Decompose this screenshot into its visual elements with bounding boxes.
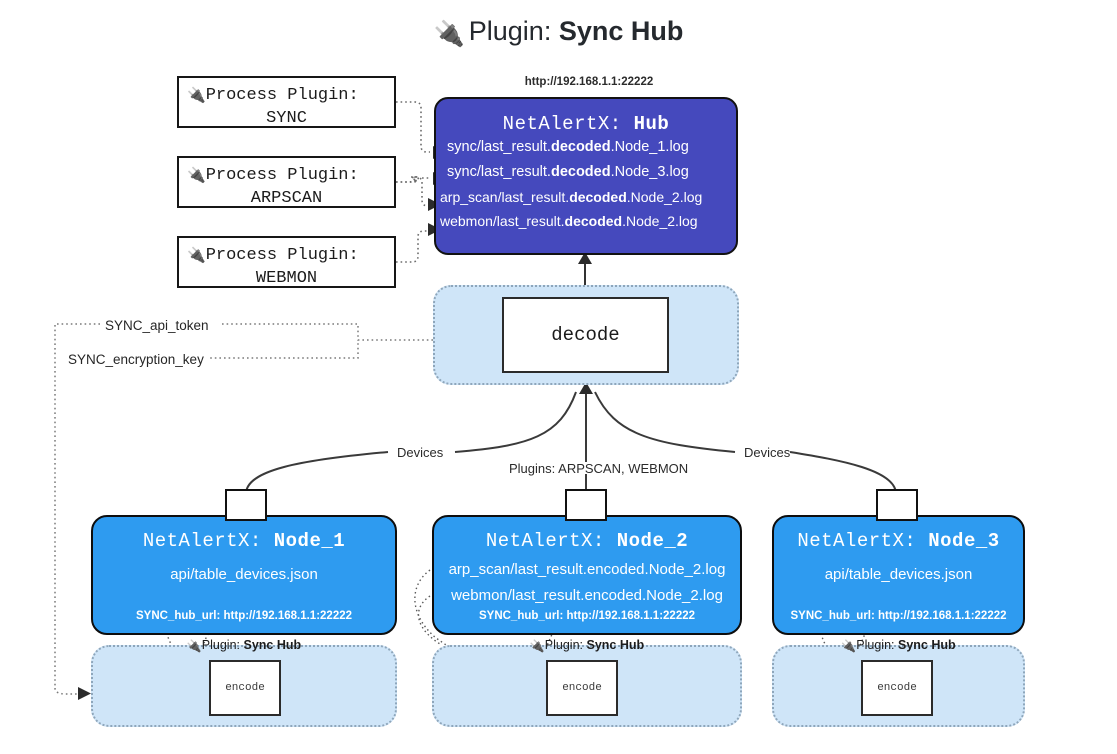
node-app-name: NetAlertX: <box>797 530 917 552</box>
plug-icon: 🔌 <box>187 168 206 185</box>
encode-box-node-2[interactable]: encode <box>546 660 618 716</box>
hub-log-line: sync/last_result.decoded.Node_3.log <box>447 163 689 180</box>
env-label-encryption-key: SYNC_encryption_key <box>63 352 209 367</box>
plug-icon: 🔌 <box>187 88 206 105</box>
plugin-capsule-label: 🔌Plugin: Sync Hub <box>841 638 956 653</box>
hub-log-line: sync/last_result.decoded.Node_1.log <box>447 139 689 155</box>
hub-url-label: http://192.168.1.1:22222 <box>524 76 654 88</box>
node-box-node-1[interactable]: NetAlertX: Node_1 api/table_devices.json… <box>91 515 397 635</box>
plug-icon: 🔌 <box>529 639 545 653</box>
node-hub-url: SYNC_hub_url: http://192.168.1.1:22222 <box>478 610 696 622</box>
process-plugin-box-arpscan[interactable]: 🔌Process Plugin: ARPSCAN <box>177 156 396 208</box>
process-plugin-label: 🔌Process Plugin: <box>187 86 359 105</box>
process-plugin-box-webmon[interactable]: 🔌Process Plugin: WEBMON <box>177 236 396 288</box>
hub-instance-name: Hub <box>633 113 670 135</box>
edge-label-devices-left: Devices <box>397 445 444 460</box>
node-resource-line: arp_scan/last_result.encoded.Node_2.log <box>448 561 726 578</box>
process-plugin-name: ARPSCAN <box>250 188 323 208</box>
node-instance-name: Node_3 <box>928 530 1000 552</box>
node-instance-name: Node_1 <box>273 530 346 552</box>
node-resource-line: webmon/last_result.encoded.Node_2.log <box>451 587 723 604</box>
hub-title: NetAlertX: Hub <box>436 113 736 135</box>
page-title: 🔌Plugin: Sync Hub <box>0 16 1117 49</box>
node-title: NetAlertX: Node_2 <box>434 530 740 552</box>
edge-label-plugins-center: Plugins: ARPSCAN, WEBMON <box>509 461 688 476</box>
plug-icon: 🔌 <box>187 248 206 265</box>
envelope-icon <box>876 489 918 521</box>
plugin-capsule-label: 🔌Plugin: Sync Hub <box>186 638 302 653</box>
hub-box[interactable]: NetAlertX: Hub sync/last_result.decoded.… <box>434 97 738 255</box>
node-box-node-2[interactable]: NetAlertX: Node_2 arp_scan/last_result.e… <box>432 515 742 635</box>
encode-box-node-3[interactable]: encode <box>861 660 933 716</box>
node-app-name: NetAlertX: <box>485 530 605 552</box>
hub-log-line: webmon/last_result.decoded.Node_2.log <box>440 212 698 229</box>
process-plugin-name: WEBMON <box>255 268 318 288</box>
node-resource-line: api/table_devices.json <box>824 566 973 583</box>
envelope-icon <box>225 489 267 521</box>
hub-app-name: NetAlertX: <box>502 113 622 135</box>
node-hub-url: SYNC_hub_url: http://192.168.1.1:22222 <box>135 610 353 622</box>
node-resource-line: api/table_devices.json <box>170 566 318 583</box>
process-plugin-box-sync[interactable]: 🔌Process Plugin: SYNC <box>177 76 396 128</box>
page-title-name: Sync Hub <box>558 16 684 46</box>
node-title: NetAlertX: Node_1 <box>93 530 395 552</box>
plug-icon: 🔌 <box>186 639 202 653</box>
node-box-node-3[interactable]: NetAlertX: Node_3 api/table_devices.json… <box>772 515 1025 635</box>
node-instance-name: Node_2 <box>616 530 689 552</box>
envelope-icon <box>565 489 607 521</box>
plug-icon: 🔌 <box>433 20 465 48</box>
plug-icon: 🔌 <box>841 639 857 653</box>
hub-log-line: arp_scan/last_result.decoded.Node_2.log <box>440 188 703 205</box>
process-plugin-label: 🔌Process Plugin: <box>187 246 359 265</box>
process-plugin-name: SYNC <box>266 108 307 128</box>
process-plugin-label: 🔌Process Plugin: <box>187 166 359 185</box>
node-hub-url: SYNC_hub_url: http://192.168.1.1:22222 <box>790 610 1007 622</box>
env-label-api-token: SYNC_api_token <box>100 318 214 333</box>
plugin-capsule-label: 🔌Plugin: Sync Hub <box>529 638 645 653</box>
encode-box-node-1[interactable]: encode <box>209 660 281 716</box>
page-title-prefix: Plugin: <box>468 16 552 46</box>
decode-box[interactable]: decode <box>502 297 669 373</box>
edge-label-devices-right: Devices <box>744 445 791 460</box>
node-app-name: NetAlertX: <box>142 530 262 552</box>
node-title: NetAlertX: Node_3 <box>774 530 1023 552</box>
